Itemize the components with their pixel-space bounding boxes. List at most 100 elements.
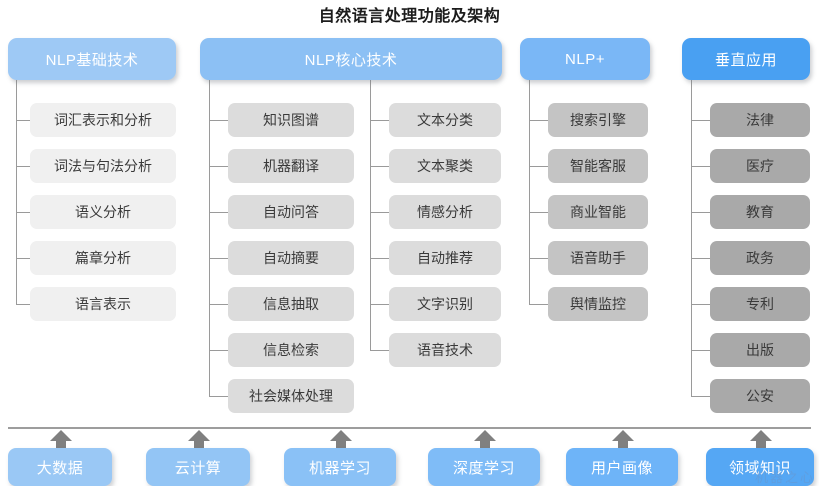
foundation-item[interactable]: 领域知识 [706, 448, 814, 486]
leaf-node-label: 文字识别 [417, 296, 473, 312]
tree-spine [691, 80, 692, 396]
group-header-label: 垂直应用 [714, 51, 777, 69]
leaf-node-label: 文本聚类 [417, 158, 473, 174]
leaf-node[interactable]: 法律 [710, 103, 810, 137]
leaf-node[interactable]: 文本分类 [389, 103, 501, 137]
leaf-node-label: 商业智能 [570, 204, 626, 220]
leaf-node[interactable]: 信息抽取 [228, 287, 354, 321]
leaf-node[interactable]: 智能客服 [548, 149, 648, 183]
group-header-nlp-basic[interactable]: NLP基础技术 [8, 38, 176, 80]
leaf-node[interactable]: 搜索引擎 [548, 103, 648, 137]
leaf-node-label: 知识图谱 [263, 112, 319, 128]
leaf-node-label: 公安 [746, 388, 774, 404]
leaf-node-label: 语音助手 [570, 250, 626, 266]
foundation-item[interactable]: 机器学习 [284, 448, 396, 486]
up-arrow-icon [188, 430, 210, 456]
leaf-node[interactable]: 词汇表示和分析 [30, 103, 176, 137]
tree-spine [209, 80, 210, 396]
leaf-node[interactable]: 文本聚类 [389, 149, 501, 183]
leaf-node[interactable]: 社会媒体处理 [228, 379, 354, 413]
foundation-divider [8, 427, 811, 429]
foundation-item[interactable]: 深度学习 [428, 448, 540, 486]
group-header-vertical-apps[interactable]: 垂直应用 [682, 38, 810, 80]
leaf-node[interactable]: 词法与句法分析 [30, 149, 176, 183]
tree-branch [370, 350, 389, 351]
leaf-node[interactable]: 信息检索 [228, 333, 354, 367]
leaf-node[interactable]: 自动摘要 [228, 241, 354, 275]
leaf-node[interactable]: 文字识别 [389, 287, 501, 321]
leaf-node[interactable]: 语音技术 [389, 333, 501, 367]
tree-branch [529, 166, 548, 167]
leaf-node[interactable]: 公安 [710, 379, 810, 413]
leaf-node[interactable]: 自动问答 [228, 195, 354, 229]
tree-branch [209, 396, 228, 397]
tree-branch [691, 304, 710, 305]
leaf-node[interactable]: 舆情监控 [548, 287, 648, 321]
foundation-item[interactable]: 大数据 [8, 448, 112, 486]
leaf-node[interactable]: 教育 [710, 195, 810, 229]
leaf-node-label: 语音技术 [417, 342, 473, 358]
leaf-node-label: 篇章分析 [75, 250, 131, 266]
tree-spine [16, 80, 17, 304]
leaf-node[interactable]: 政务 [710, 241, 810, 275]
leaf-node[interactable]: 情感分析 [389, 195, 501, 229]
foundation-item-label: 用户画像 [590, 459, 653, 477]
group-header-nlp-core[interactable]: NLP核心技术 [200, 38, 502, 80]
leaf-node-label: 机器翻译 [263, 158, 319, 174]
leaf-node-label: 信息检索 [263, 342, 319, 358]
leaf-node-label: 出版 [746, 342, 774, 358]
tree-branch [370, 120, 389, 121]
tree-branch [209, 120, 228, 121]
group-header-label: NLP核心技术 [304, 51, 398, 69]
tree-branch [370, 258, 389, 259]
leaf-node[interactable]: 专利 [710, 287, 810, 321]
tree-branch [16, 258, 30, 259]
leaf-node-label: 教育 [746, 204, 774, 220]
leaf-node-label: 语义分析 [75, 204, 131, 220]
leaf-node-label: 舆情监控 [570, 296, 626, 312]
leaf-node-label: 自动推荐 [417, 250, 473, 266]
leaf-node-label: 专利 [746, 296, 774, 312]
group-header-nlp-plus[interactable]: NLP+ [520, 38, 650, 80]
tree-branch [209, 166, 228, 167]
foundation-item-label: 云计算 [174, 459, 222, 477]
group-header-label: NLP基础技术 [45, 51, 139, 69]
leaf-node[interactable]: 商业智能 [548, 195, 648, 229]
tree-branch [529, 212, 548, 213]
foundation-item-label: 大数据 [36, 459, 84, 477]
leaf-node-label: 法律 [746, 112, 774, 128]
tree-branch [16, 304, 30, 305]
tree-branch [209, 304, 228, 305]
leaf-node[interactable]: 语义分析 [30, 195, 176, 229]
leaf-node-label: 文本分类 [417, 112, 473, 128]
up-arrow-icon [474, 430, 496, 456]
leaf-node-label: 医疗 [746, 158, 774, 174]
tree-branch [691, 350, 710, 351]
tree-branch [691, 166, 710, 167]
foundation-item-label: 深度学习 [452, 459, 515, 477]
leaf-node-label: 智能客服 [570, 158, 626, 174]
leaf-node[interactable]: 知识图谱 [228, 103, 354, 137]
foundation-item[interactable]: 云计算 [146, 448, 250, 486]
tree-spine [529, 80, 530, 304]
leaf-node[interactable]: 语言表示 [30, 287, 176, 321]
tree-spine [370, 80, 371, 350]
leaf-node[interactable]: 出版 [710, 333, 810, 367]
foundation-item-label: 领域知识 [728, 459, 791, 477]
up-arrow-icon [330, 430, 352, 456]
up-arrow-icon [750, 430, 772, 456]
leaf-node-label: 搜索引擎 [570, 112, 626, 128]
foundation-item[interactable]: 用户画像 [566, 448, 678, 486]
leaf-node[interactable]: 机器翻译 [228, 149, 354, 183]
tree-branch [16, 212, 30, 213]
leaf-node[interactable]: 语音助手 [548, 241, 648, 275]
leaf-node-label: 自动摘要 [263, 250, 319, 266]
group-header-label: NLP+ [565, 50, 605, 68]
leaf-node[interactable]: 篇章分析 [30, 241, 176, 275]
leaf-node-label: 自动问答 [263, 204, 319, 220]
leaf-node[interactable]: 医疗 [710, 149, 810, 183]
leaf-node[interactable]: 自动推荐 [389, 241, 501, 275]
tree-branch [529, 304, 548, 305]
leaf-node-label: 词汇表示和分析 [54, 112, 152, 128]
